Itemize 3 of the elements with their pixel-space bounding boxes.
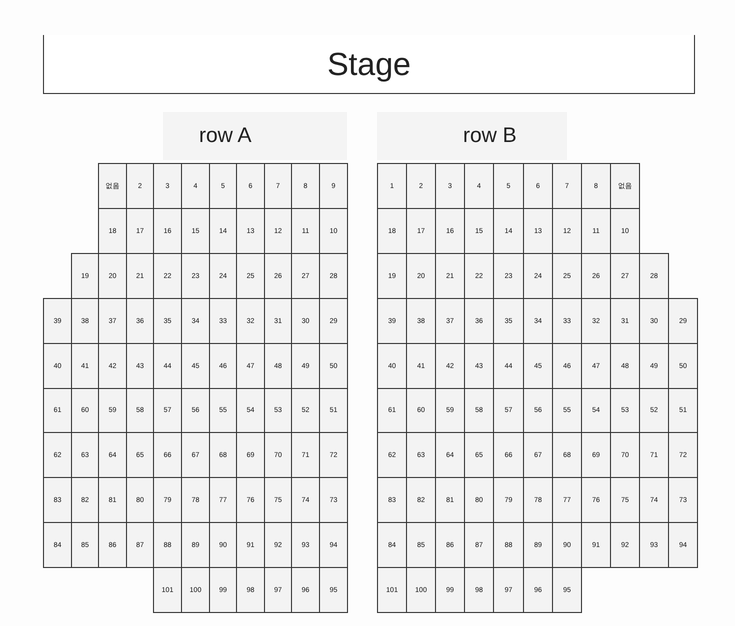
section-heading: row A: [199, 124, 252, 148]
stage-area: Stage: [43, 35, 695, 94]
section-heading: row B: [463, 124, 517, 148]
